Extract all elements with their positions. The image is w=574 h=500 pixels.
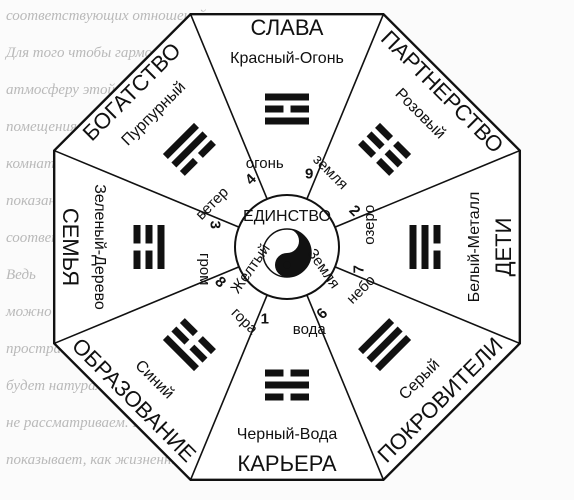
center-label-top: ЕДИНСТВО bbox=[243, 208, 331, 225]
trigram-broken-line-left bbox=[145, 225, 153, 244]
trigram-solid-line bbox=[409, 225, 417, 269]
trigram-broken-line-left bbox=[265, 369, 284, 377]
sector-number: 7 bbox=[351, 265, 368, 273]
sector-element: вода bbox=[293, 321, 327, 338]
sector-element: гром bbox=[196, 253, 213, 285]
sector-divider bbox=[306, 13, 385, 200]
sector-title: СЕМЬЯ bbox=[58, 208, 83, 286]
sector-divider bbox=[189, 13, 268, 200]
trigram-broken-line-right bbox=[290, 105, 309, 113]
trigram-broken-line-right bbox=[290, 393, 309, 401]
trigram-solid-line bbox=[162, 122, 199, 159]
trigram-icon bbox=[133, 225, 165, 270]
sector-number: 1 bbox=[261, 311, 269, 328]
sector-e: ДЕТИ Белый-Металл озеро 7 bbox=[351, 192, 516, 303]
trigram-icon bbox=[265, 369, 309, 401]
trigram-solid-line bbox=[162, 335, 199, 372]
background-text-line: Ведь bbox=[6, 267, 36, 283]
background-text-line: соответствующих отношений bbox=[6, 8, 207, 24]
sector-number: 9 bbox=[305, 165, 313, 182]
trigram-icon bbox=[265, 93, 309, 125]
trigram-solid-line bbox=[265, 381, 309, 389]
sector-subtitle: Красный-Огонь bbox=[230, 50, 344, 67]
sector-subtitle: Зеленый-Дерево bbox=[91, 184, 108, 310]
trigram-broken-line-right bbox=[133, 250, 141, 270]
sector-divider bbox=[53, 266, 240, 345]
trigram-broken-line-right bbox=[376, 157, 395, 176]
trigram-broken-line-right bbox=[145, 250, 153, 270]
sector-element: огонь bbox=[246, 155, 284, 172]
trigram-solid-line bbox=[421, 225, 429, 269]
trigram-broken-line-right bbox=[393, 140, 412, 159]
trigram-solid-line bbox=[265, 93, 309, 101]
sector-title: СЛАВА bbox=[251, 15, 324, 40]
sector-divider bbox=[334, 266, 521, 345]
sector-subtitle: Черный-Вода bbox=[237, 426, 338, 443]
trigram-broken-line-left bbox=[366, 131, 385, 150]
trigram-solid-line bbox=[265, 117, 309, 125]
sector-divider bbox=[189, 294, 268, 481]
sector-divider bbox=[334, 149, 521, 228]
trigram-broken-line-right bbox=[197, 139, 216, 158]
yin-yang-icon bbox=[262, 228, 312, 278]
sector-subtitle: Белый-Металл bbox=[466, 192, 483, 303]
trigram-broken-line-left bbox=[433, 250, 441, 269]
yang-dot bbox=[283, 261, 291, 269]
sector-title: КАРЬЕРА bbox=[237, 451, 336, 476]
trigram-broken-line-left bbox=[133, 225, 141, 244]
trigram-solid-line bbox=[366, 326, 403, 363]
trigram-broken-line-left bbox=[179, 318, 198, 337]
trigram-solid-line bbox=[171, 131, 208, 168]
trigram-icon bbox=[358, 122, 412, 176]
trigram-broken-line-left bbox=[265, 393, 284, 401]
sector-title: ДЕТИ bbox=[491, 218, 516, 277]
sector-divider bbox=[306, 294, 385, 481]
trigram-icon bbox=[358, 318, 412, 372]
sector-n: СЛАВА Красный-Огонь огонь 9 bbox=[230, 15, 344, 182]
trigram-icon bbox=[409, 225, 441, 269]
trigram-broken-line-right bbox=[189, 344, 208, 363]
sector-divider bbox=[53, 149, 240, 228]
sector-s: КАРЬЕРА Черный-Вода вода 1 bbox=[237, 311, 338, 476]
yin-dot bbox=[283, 237, 291, 245]
trigram-solid-line bbox=[375, 335, 412, 372]
trigram-icon bbox=[162, 318, 216, 372]
trigram-solid-line bbox=[358, 318, 395, 355]
trigram-broken-line-right bbox=[384, 149, 403, 168]
trigram-broken-line-left bbox=[171, 326, 190, 345]
trigram-broken-line-left bbox=[265, 105, 284, 113]
sector-element: озеро bbox=[361, 205, 378, 245]
trigram-icon bbox=[162, 122, 216, 176]
trigram-broken-line-left bbox=[375, 122, 394, 141]
trigram-solid-line bbox=[157, 225, 165, 269]
sector-w: СЕМЬЯ Зеленый-Дерево гром 3 bbox=[58, 184, 223, 310]
background-text-line: можно bbox=[5, 304, 52, 320]
sector-number: 3 bbox=[206, 221, 223, 229]
trigram-broken-line-right bbox=[290, 369, 309, 377]
trigram-broken-line-left bbox=[179, 157, 198, 176]
trigram-broken-line-right bbox=[197, 336, 216, 355]
trigram-broken-line-left bbox=[358, 139, 377, 158]
trigram-broken-line-right bbox=[433, 225, 441, 244]
